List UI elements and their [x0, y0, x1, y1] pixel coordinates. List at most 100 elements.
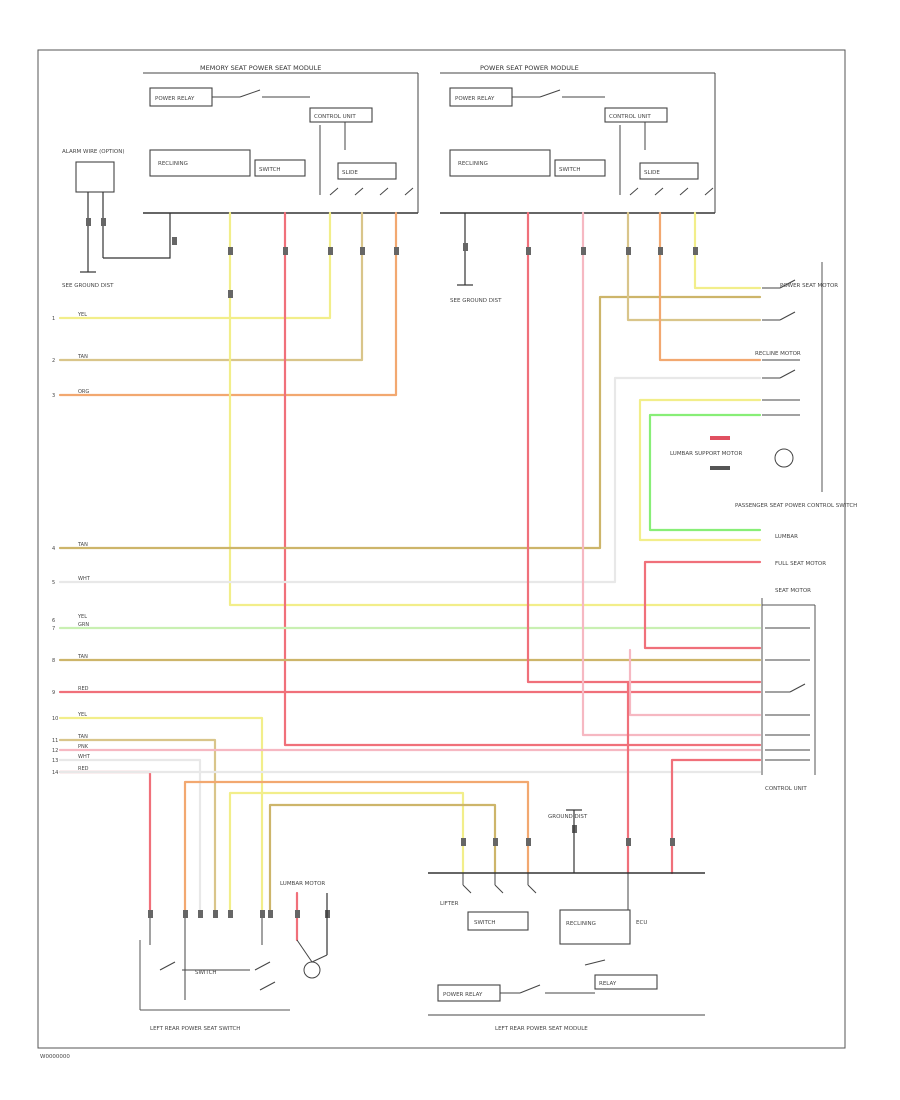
connectors — [86, 218, 698, 918]
power-relay-label-bm: POWER RELAY — [443, 992, 483, 998]
wire-olive-bottom — [268, 803, 497, 917]
lumbar-label-right: LUMBAR — [775, 534, 798, 540]
control-unit-label-tl: CONTROL UNIT — [314, 114, 356, 120]
code-row-9: RED — [78, 686, 89, 692]
wire-tl-yellow-drop — [228, 211, 762, 607]
top-right-module-label: POWER SEAT POWER MODULE — [480, 64, 579, 72]
wire-green-loop — [648, 413, 762, 532]
row-marker-9: 9 — [52, 690, 55, 696]
row-marker-3: 3 — [52, 393, 55, 399]
row-marker-13: 13 — [52, 758, 58, 764]
row-marker-2: 2 — [52, 358, 55, 364]
fuse-box-label: ALARM WIRE (OPTION) — [62, 149, 125, 155]
ground-right: SEE GROUND DIST — [450, 213, 502, 304]
switch-label-bm: SWITCH — [474, 920, 496, 926]
row-marker-4: 4 — [52, 546, 55, 552]
wire-tr-orange — [658, 211, 762, 362]
passenger-switch-group: POWER SEAT MOTOR RECLINE MOTOR LUMBAR SU… — [670, 262, 857, 509]
bottom-module: GROUND DIST LIFTER SWITCH RECLINING ECU … — [428, 809, 705, 1032]
code-row-14: RED — [78, 766, 89, 772]
reclining-label-tl: RECLINING — [158, 161, 188, 167]
row-marker-14: 14 — [52, 770, 58, 776]
right-motor-labels: LUMBAR FULL SEAT MOTOR SEAT MOTOR — [775, 534, 826, 594]
wire-row-1 — [58, 211, 332, 320]
wire-red-right — [643, 560, 762, 650]
reclining-motor-label: RECLINE MOTOR — [755, 351, 801, 357]
ground-bottom-label: GROUND DIST — [548, 814, 588, 820]
alarm-fuse: ALARM WIRE (OPTION) SEE GROUND DIST — [62, 149, 171, 289]
code-row-6: YEL — [77, 614, 87, 620]
full-motor-label: FULL SEAT MOTOR — [775, 561, 826, 567]
wires — [58, 211, 762, 942]
control-unit-label-tr: CONTROL UNIT — [609, 114, 651, 120]
wire-orange-bottom — [183, 780, 530, 917]
row-marker-12: 12 — [52, 748, 58, 754]
wire-row-6 — [58, 295, 762, 550]
wire-row-3 — [58, 211, 398, 397]
wire-red-bottom-right — [670, 758, 762, 875]
row-marker-5: 5 — [52, 580, 55, 586]
reclining-label-tr: RECLINING — [458, 161, 488, 167]
code-row-1: YEL — [77, 312, 87, 318]
wire-tr-red — [526, 211, 762, 684]
lifter-label-bm: LIFTER — [440, 901, 459, 907]
page-code: W0000000 — [40, 1054, 70, 1060]
row-marker-6: 6 — [52, 618, 55, 624]
reclining-label-bm: RECLINING — [566, 921, 596, 927]
passenger-motor-label: POWER SEAT MOTOR — [780, 283, 838, 289]
row-marker-1: 1 — [52, 316, 55, 322]
row-markers: 1 2 3 4 5 6 7 8 9 10 11 12 13 14 — [52, 316, 58, 776]
code-row-3: ORG — [78, 389, 89, 395]
code-row-7: GRN — [78, 622, 89, 628]
ground-left-label: SEE GROUND DIST — [62, 283, 114, 289]
code-row-11: TAN — [77, 734, 88, 740]
wire-row-2 — [58, 211, 364, 362]
right-terminal-block: CONTROL UNIT — [761, 598, 816, 792]
top-left-module-label: MEMORY SEAT POWER SEAT MODULE — [200, 64, 321, 72]
lumbar-bottom: LUMBAR MOTOR — [280, 881, 328, 979]
wire-row-13 — [58, 738, 217, 917]
row-marker-10: 10 — [52, 716, 58, 722]
code-row-13: WHT — [78, 754, 91, 760]
ground-right-label: SEE GROUND DIST — [450, 298, 502, 304]
row-marker-7: 7 — [52, 626, 55, 632]
switch-label-bl: SWITCH — [195, 970, 217, 976]
wire-tl-red-drop — [283, 211, 762, 747]
code-row-8: TAN — [77, 654, 88, 660]
ecu-label-bm: ECU — [636, 920, 647, 926]
wire-row-12 — [58, 716, 264, 917]
diagram-frame — [37, 49, 846, 1049]
wire-row-15 — [58, 758, 202, 917]
wire-code-labels: YEL TAN ORG TAN WHT YEL GRN TAN RED YEL … — [77, 312, 91, 772]
bottom-module-label: LEFT REAR POWER SEAT MODULE — [495, 1026, 588, 1032]
code-row-12: PNK — [78, 744, 89, 750]
wire-row-7 — [58, 376, 762, 584]
code-row-2: TAN — [77, 354, 88, 360]
slide-label-tr: SLIDE — [644, 170, 660, 176]
wire-tr-yellow — [693, 211, 762, 290]
code-row-10: YEL — [77, 712, 87, 718]
code-row-5: WHT — [78, 576, 91, 582]
power-relay-label-tr: POWER RELAY — [455, 96, 495, 102]
wire-tr-pink — [581, 211, 762, 737]
wire-pink-right — [628, 648, 762, 717]
top-left-module: MEMORY SEAT POWER SEAT MODULE POWER RELA… — [143, 64, 419, 214]
lumbar-motor-label: LUMBAR SUPPORT MOTOR — [670, 451, 742, 457]
switch-label-tr: SWITCH — [559, 167, 581, 173]
row-marker-8: 8 — [52, 658, 55, 664]
row-marker-11: 11 — [52, 738, 58, 744]
wire-row-16 — [58, 770, 152, 917]
wire-yellow-loop — [638, 398, 762, 542]
relay-label-bm: RELAY — [599, 981, 617, 987]
passenger-switch-label: PASSENGER SEAT POWER CONTROL SWITCH — [735, 503, 857, 509]
seat-motor-label: SEAT MOTOR — [775, 588, 811, 594]
left-rear-switch: SWITCH LEFT REAR POWER SEAT SWITCH — [139, 918, 290, 1032]
code-row-4: TAN — [77, 542, 88, 548]
top-right-module: POWER SEAT POWER MODULE POWER RELAY CONT… — [440, 64, 716, 214]
left-rear-switch-label: LEFT REAR POWER SEAT SWITCH — [150, 1026, 240, 1032]
switch-label-tl: SWITCH — [259, 167, 281, 173]
wire-yellow-bottom — [228, 791, 465, 917]
lumbar-bottom-label: LUMBAR MOTOR — [280, 881, 325, 887]
control-unit-label-right: CONTROL UNIT — [765, 786, 807, 792]
